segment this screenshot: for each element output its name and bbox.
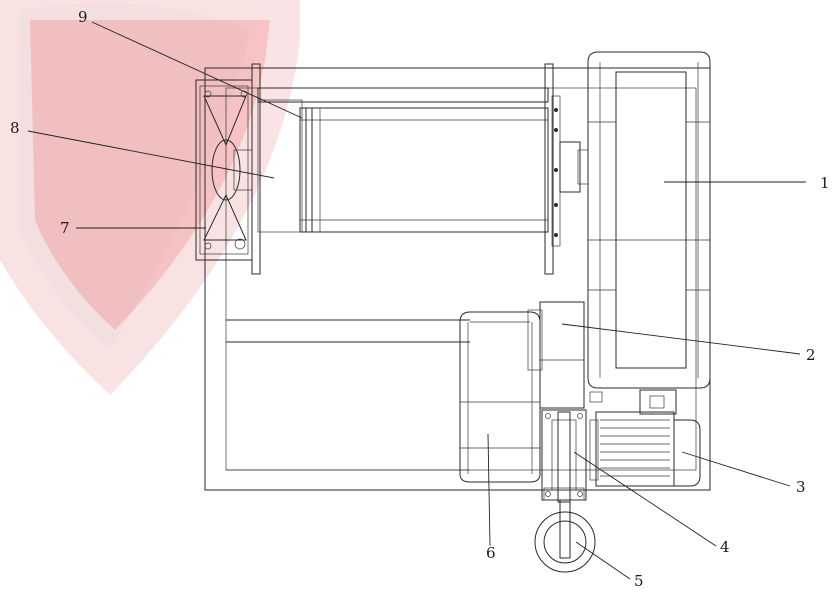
coupling-housing [527,301,603,409]
callout-9: 9 [78,8,88,26]
watermark-shield-bright [30,20,270,330]
electric-motor [589,389,701,487]
callout-6: 6 [486,544,496,562]
gearbox [587,51,711,389]
callout-5: 5 [634,572,644,590]
callout-3: 3 [796,478,806,496]
callout-2: 2 [806,346,816,364]
callout-7: 7 [60,219,70,237]
drum [251,63,589,275]
callout-4: 4 [720,538,730,556]
callout-8: 8 [10,119,20,137]
wheel [534,499,596,573]
base-frame [204,67,711,491]
side-housing [459,311,541,483]
callout-1: 1 [820,174,830,192]
leader-lines [27,21,806,580]
watermark-shield [0,0,300,395]
